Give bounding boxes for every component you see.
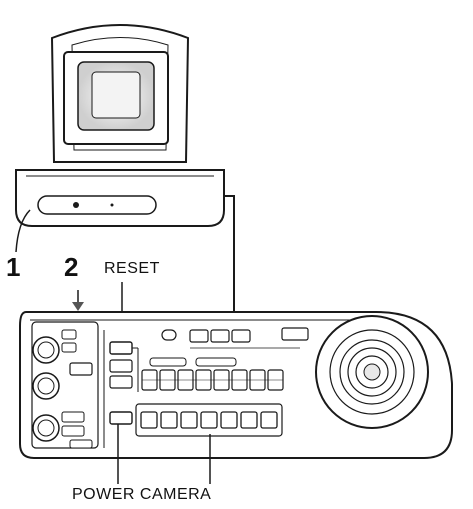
power-camera-callout: POWER CAMERA [72,486,211,504]
top-button-3[interactable] [232,330,250,342]
reset-callout: RESET [104,260,160,278]
indicator-button[interactable] [162,330,176,340]
top-button-2[interactable] [211,330,229,342]
camera-button-3[interactable] [181,412,197,428]
camera-button-7[interactable] [261,412,277,428]
camera-button-4[interactable] [201,412,217,428]
aux-button[interactable] [70,363,92,375]
connection-cable [224,196,234,312]
pan-tilt-button[interactable] [282,328,308,340]
reset-pinhole-icon [73,202,79,208]
camera-button-1[interactable] [141,412,157,428]
camera-buttons [141,412,277,428]
reset-button[interactable] [110,342,132,354]
step-1-callout: 1 [6,252,20,283]
top-button-1[interactable] [190,330,208,342]
step-2-callout: 2 [64,252,78,283]
ptz-camera [16,25,224,226]
camera-button-2[interactable] [161,412,177,428]
remote-controller [20,312,452,458]
power-button[interactable] [110,412,132,424]
store-button[interactable] [110,360,132,372]
camera-button-6[interactable] [241,412,257,428]
camera-button-5[interactable] [221,412,237,428]
callout-2-arrow [72,290,84,311]
shift-button[interactable] [110,376,132,388]
